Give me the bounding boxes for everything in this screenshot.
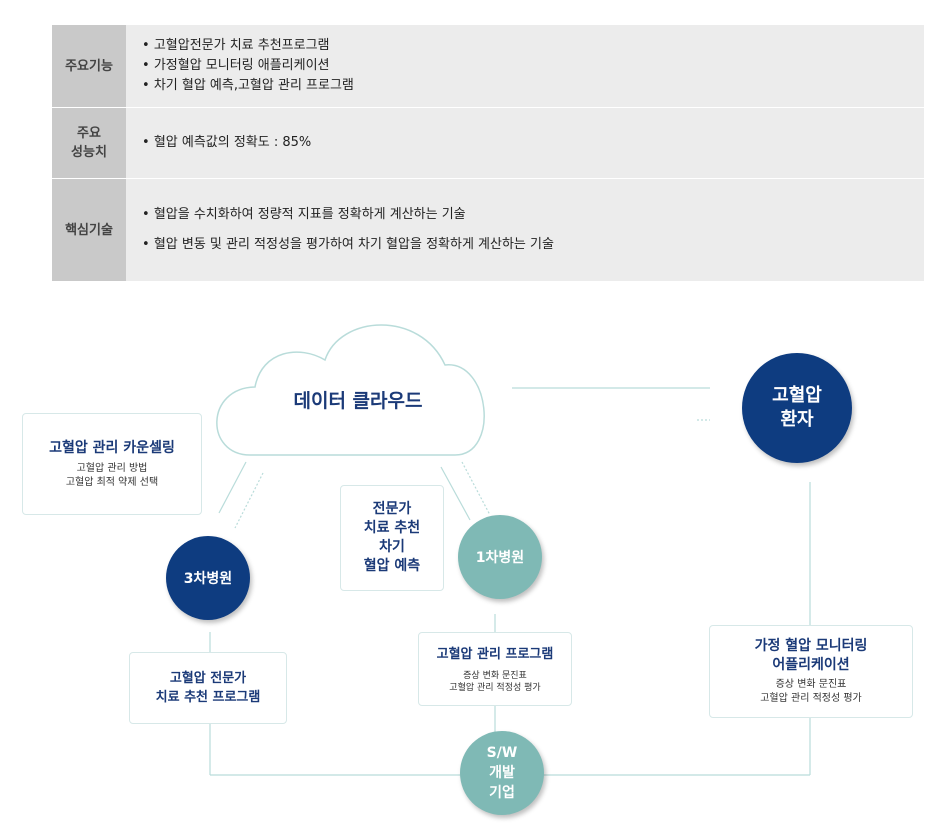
patient-node: 고혈압 환자 [742,353,852,463]
hospital1-node: 1차병원 [458,515,542,599]
row-label: 주요기능 [52,25,126,107]
box-line: 고혈압 관리 방법 [76,462,148,474]
box-title: 전문가 치료 추천 차기 혈압 예측 [363,501,421,574]
row-performance: 주요 성능치 혈압 예측값의 정확도 : 85% [52,108,924,179]
list-item: 혈압 예측값의 정확도 : 85% [142,133,924,153]
spec-table: 주요기능 고혈압전문가 치료 추천프로그램가정혈압 모니터링 애플리케이션차기 … [52,25,924,281]
box-title: 고혈압 전문가 치료 추천 프로그램 [155,671,261,705]
box-title: 고혈압 관리 프로그램 [436,646,554,662]
row-features: 주요기능 고혈압전문가 치료 추천프로그램가정혈압 모니터링 애플리케이션차기 … [52,25,924,108]
list-item: 차기 혈압 예측,고혈압 관리 프로그램 [142,76,924,96]
sw-company-node: S/W 개발 기업 [460,731,544,815]
program-box: 고혈압 관리 프로그램 증상 변화 문진표 고혈압 관리 적정성 평가 [418,632,572,706]
list-item: 고혈압전문가 치료 추천프로그램 [142,36,924,56]
row-label: 핵심기술 [52,179,126,281]
box-line: 고혈압 관리 적정성 평가 [760,693,862,704]
row-label: 주요 성능치 [52,108,126,178]
box-line: 고혈압 관리 적정성 평가 [449,682,541,693]
box-line: 고혈압 최적 약제 선택 [65,476,159,488]
row-core-tech: 핵심기술 혈압을 수치화하여 정량적 지표를 정확하게 계산하는 기술혈압 변동… [52,179,924,281]
box-line: 증상 변화 문진표 [463,670,527,681]
counseling-box: 고혈압 관리 카운셀링 고혈압 관리 방법 고혈압 최적 약제 선택 [22,413,202,515]
box-line: 증상 변화 문진표 [775,679,847,690]
cloud-shape [216,324,485,456]
box-title: 가정 혈압 모니터링 어플리케이션 [754,638,868,673]
expert-box: 전문가 치료 추천 차기 혈압 예측 [340,485,444,591]
expert-program-box: 고혈압 전문가 치료 추천 프로그램 [129,652,287,724]
box-title: 고혈압 관리 카운셀링 [49,439,175,456]
list-item: 혈압 변동 및 관리 적정성을 평가하여 차기 혈압을 정확하게 계산하는 기술 [142,230,924,260]
list-item: 혈압을 수치화하여 정량적 지표를 정확하게 계산하는 기술 [142,200,924,230]
hospital3-node: 3차병원 [166,536,250,620]
cloud-label: 데이터 클라우드 [293,390,423,412]
list-item: 가정혈압 모니터링 애플리케이션 [142,56,924,76]
home-monitoring-box: 가정 혈압 모니터링 어플리케이션 증상 변화 문진표 고혈압 관리 적정성 평… [709,625,913,718]
